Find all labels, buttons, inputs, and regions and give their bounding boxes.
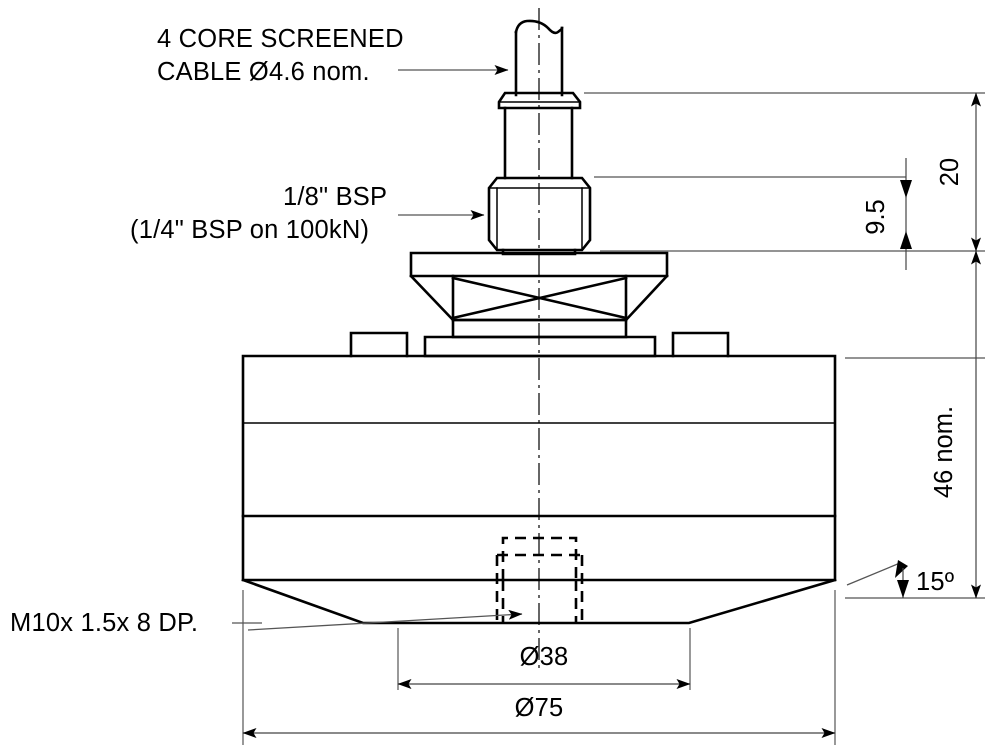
gland: [497, 91, 582, 180]
chamfer: [241, 578, 837, 625]
mounting-plate: [423, 335, 657, 358]
cable-note: 4 CORE SCREENED CABLE Ø4.6 nom.: [157, 25, 509, 86]
dim-38-value: Ø38: [520, 643, 569, 671]
dim-dia-38: Ø38: [397, 628, 691, 690]
dim-15-deg: 15º: [846, 560, 954, 598]
bsp-note-line2: (1/4" BSP on 100kN): [130, 216, 369, 244]
thread-note-leader: [247, 609, 523, 631]
dim-15-arrow-bottom: [897, 580, 909, 598]
tapped-hole: [495, 536, 584, 623]
cable-note-line1: 4 CORE SCREENED: [157, 25, 404, 53]
cable: [514, 19, 564, 97]
dim-20-value: 20: [936, 158, 964, 186]
dim-15-leader: [846, 562, 901, 586]
dim-95-arrow-bottom: [900, 231, 912, 249]
bsp-note-line1: 1/8" BSP: [283, 183, 387, 211]
dim-20: 20: [584, 92, 985, 252]
cable-note-line2: CABLE Ø4.6 nom.: [157, 58, 370, 86]
dim-15-value: 15º: [916, 568, 954, 596]
dim-9-5: 9.5: [594, 158, 912, 270]
lug-left: [349, 331, 409, 358]
thread-note-label: M10x 1.5x 8 DP.: [10, 609, 198, 637]
dim-46-nom: 46 nom.: [845, 250, 985, 599]
frustum: [409, 274, 669, 322]
dim-15-arrow-top: [895, 560, 908, 578]
dim-dia-75: Ø75: [242, 590, 836, 745]
bsp-note: 1/8" BSP (1/4" BSP on 100kN): [130, 183, 485, 244]
dim-75-value: Ø75: [515, 694, 564, 722]
dim-95-arrow-top: [900, 180, 912, 198]
dim-46-value: 46 nom.: [930, 406, 958, 498]
thread-note: M10x 1.5x 8 DP.: [10, 609, 523, 637]
lug-right: [671, 331, 730, 358]
dim-95-value: 9.5: [862, 199, 890, 234]
